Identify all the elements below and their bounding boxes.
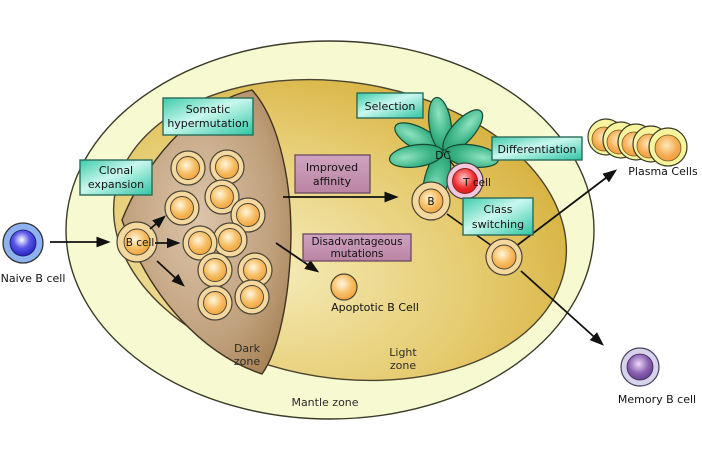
b-cell [212, 222, 248, 258]
mantle-zone-label: Mantle zone [291, 396, 358, 409]
selection-label: Selection [365, 100, 416, 113]
class-switched-b-cell [485, 238, 523, 276]
memory-b-cell-label: Memory B cell [618, 393, 696, 406]
memory-b-cell: Memory B cell [618, 347, 696, 406]
class-switching-label2: switching [472, 218, 524, 231]
arrow-proliferate-down [156, 260, 185, 287]
zone-labels: Dark zone Light zone Mantle zone [234, 342, 418, 409]
disadvantageous-mutations-label: Disadvantageous [311, 236, 402, 248]
clonal-expansion-box: Clonal expansion [79, 159, 153, 196]
proliferation-arrows [149, 215, 185, 287]
dark-zone-label: Dark [234, 342, 261, 355]
b-cell [234, 279, 270, 315]
differentiation-label: Differentiation [497, 143, 576, 156]
t-cell-label: T cell [462, 177, 491, 189]
t-cell: T cell [446, 162, 491, 200]
b-cell [164, 190, 200, 226]
selection-box: Selection [356, 92, 424, 119]
class-switching-box: Class switching [462, 197, 534, 236]
b-cell [182, 225, 218, 261]
disadvantageous-mutations-box: Disadvantageous mutations [302, 233, 412, 262]
clonal-expansion-label: Clonal [99, 164, 133, 177]
b-cell [170, 150, 206, 186]
arrow-to-memory-cell [520, 270, 605, 346]
dark-zone-founder-b-cell: B cell [116, 221, 158, 263]
dc-label: DC [435, 150, 450, 162]
selected-b-cell-label: B [427, 196, 434, 208]
b-cell-label: B cell [126, 237, 155, 249]
arrow-to-plasma-cells [506, 169, 618, 254]
class-switching-label: Class [484, 203, 513, 216]
differentiation-box: Differentiation [491, 136, 583, 161]
b-cell [237, 252, 273, 288]
naive-b-cell-label: Naive B cell [1, 272, 66, 285]
b-cell [209, 149, 245, 185]
somatic-hypermutation-box: Somatic hypermutation [162, 97, 254, 136]
b-cell [230, 197, 266, 233]
b-cell [197, 252, 233, 288]
disadvantageous-mutations-label2: mutations [330, 248, 383, 260]
dark-zone-label2: zone [234, 355, 260, 368]
plasma-cells-label: Plasma Cells [628, 165, 698, 178]
improved-affinity-label2: affinity [313, 175, 352, 188]
somatic-hypermutation-label: Somatic [186, 103, 231, 116]
naive-b-cell: Naive B cell [1, 222, 66, 285]
plasma-cells: Plasma Cells [587, 118, 698, 178]
plasma-cell [648, 127, 688, 167]
dc-petal [388, 143, 444, 169]
dark-zone-b-cell-cluster [164, 149, 273, 321]
apoptotic-b-cell: Apoptotic B Cell [330, 273, 419, 314]
apoptotic-b-cell-label: Apoptotic B Cell [331, 301, 419, 314]
process-boxes: Somatic hypermutation Clonal expansion S… [79, 92, 583, 262]
arrow-proliferate-up [149, 215, 166, 230]
clonal-expansion-label2: expansion [88, 178, 144, 191]
arrow-disadvantageous [275, 242, 320, 273]
b-cell [197, 285, 233, 321]
b-cell [204, 179, 240, 215]
light-zone-label2: zone [390, 359, 416, 372]
selected-b-cell: B [411, 181, 451, 221]
improved-affinity-label: Improved [306, 161, 358, 174]
somatic-hypermutation-label2: hypermutation [167, 117, 248, 130]
improved-affinity-box: Improved affinity [294, 154, 371, 194]
light-zone-label: Light [389, 346, 417, 359]
